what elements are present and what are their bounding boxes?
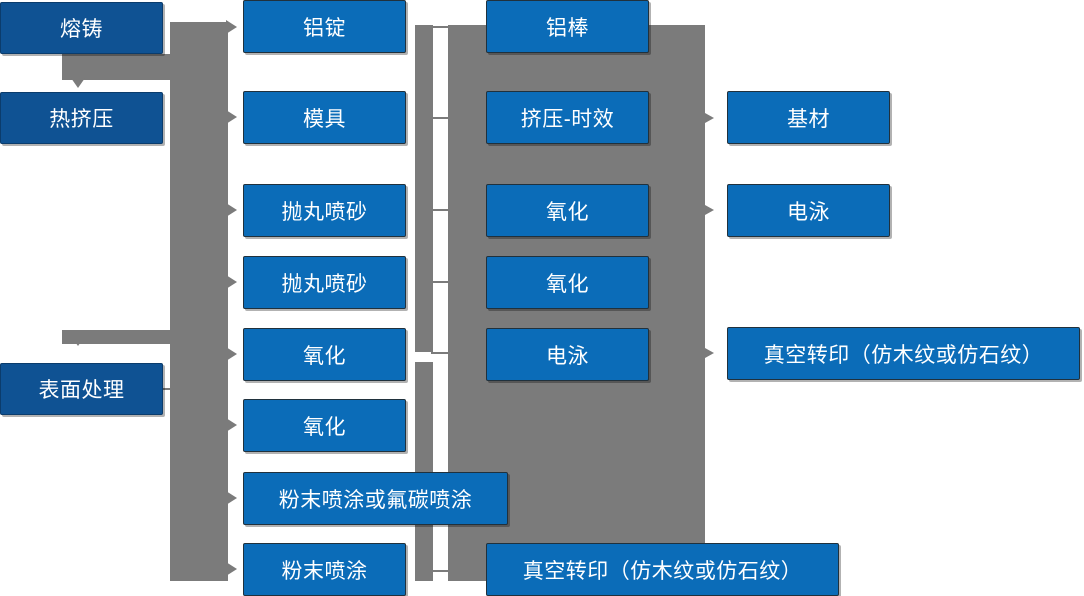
arrowhead-to-input-3 [226, 203, 237, 217]
process-box-4-label: 氧化 [546, 272, 589, 296]
input-box-3[interactable]: 抛丸喷砂 [243, 184, 406, 237]
process-box-6-label: 真空转印（仿木纹或仿石纹） [522, 559, 803, 583]
arrowhead-to-output-2 [705, 205, 714, 215]
output-box-2-label: 电泳 [787, 200, 830, 224]
stage-box-1-label: 熔铸 [60, 18, 103, 41]
arrowhead-to-input-5 [226, 347, 237, 361]
tie-row-5 [431, 352, 451, 354]
connector-stage2-to-stage3 [62, 330, 180, 344]
input-box-5-label: 氧化 [303, 344, 346, 368]
output-box-1[interactable]: 基材 [727, 91, 890, 144]
process-box-1[interactable]: 铝棒 [486, 0, 649, 53]
input-box-7-label: 粉末喷涂或氟碳喷涂 [278, 488, 473, 512]
arrowhead-to-input-7 [226, 491, 237, 505]
process-box-3-label: 氧化 [546, 200, 589, 224]
input-box-6-label: 氧化 [303, 415, 346, 439]
input-box-4-label: 抛丸喷砂 [281, 272, 368, 296]
output-box-3[interactable]: 真空转印（仿木纹或仿石纹） [727, 327, 1080, 380]
tie-row-4 [431, 281, 451, 283]
input-box-2-label: 模具 [303, 107, 346, 131]
connector-stage3-stem [162, 388, 192, 390]
process-box-5-label: 电泳 [546, 344, 589, 368]
input-box-5[interactable]: 氧化 [243, 328, 406, 381]
tie-row-2 [431, 117, 451, 119]
stage-box-2-label: 热挤压 [49, 108, 114, 131]
arrowhead-to-input-6 [226, 418, 237, 432]
process-box-3[interactable]: 氧化 [486, 184, 649, 237]
arrowhead-to-output-3 [705, 348, 714, 358]
arrowhead-to-input-4 [226, 275, 237, 289]
input-box-6[interactable]: 氧化 [243, 399, 406, 452]
arrowhead-to-output-1 [705, 113, 714, 123]
connector-left-spine-bottom [170, 362, 228, 581]
input-box-8-label: 粉末喷涂 [281, 559, 368, 583]
connector-input-spine-top [415, 25, 433, 352]
process-box-5[interactable]: 电泳 [486, 328, 649, 381]
input-box-7[interactable]: 粉末喷涂或氟碳喷涂 [243, 472, 508, 525]
stage-box-3[interactable]: 表面处理 [0, 363, 163, 415]
input-box-2[interactable]: 模具 [243, 91, 406, 144]
arrowhead-to-input-8 [226, 562, 237, 576]
input-box-1[interactable]: 铝锭 [243, 0, 406, 53]
input-box-1-label: 铝锭 [303, 16, 346, 40]
stage-box-1[interactable]: 熔铸 [0, 2, 163, 54]
stage-box-3-label: 表面处理 [38, 379, 125, 402]
tie-row-6 [431, 570, 451, 572]
tie-row-3 [431, 209, 451, 211]
output-box-2[interactable]: 电泳 [727, 184, 890, 237]
connector-left-spine-top [170, 22, 228, 362]
connector-stage1-to-stage2 [62, 54, 180, 80]
process-box-2[interactable]: 挤压-时效 [486, 91, 649, 144]
input-box-3-label: 抛丸喷砂 [281, 200, 368, 224]
arrowhead-down-stage2 [71, 78, 85, 88]
input-box-4[interactable]: 抛丸喷砂 [243, 256, 406, 309]
stage-box-2[interactable]: 热挤压 [0, 92, 163, 144]
process-box-6[interactable]: 真空转印（仿木纹或仿石纹） [486, 543, 839, 596]
process-box-4[interactable]: 氧化 [486, 256, 649, 309]
connector-input-spine-bottom [415, 362, 433, 581]
arrowhead-to-input-1 [226, 20, 237, 34]
output-box-1-label: 基材 [787, 107, 830, 131]
output-box-3-label: 真空转印（仿木纹或仿石纹） [763, 343, 1044, 367]
input-box-8[interactable]: 粉末喷涂 [243, 543, 406, 596]
process-box-1-label: 铝棒 [546, 16, 589, 40]
arrowhead-to-input-2 [226, 110, 237, 124]
process-box-2-label: 挤压-时效 [520, 107, 615, 131]
tie-row-1 [431, 26, 451, 28]
